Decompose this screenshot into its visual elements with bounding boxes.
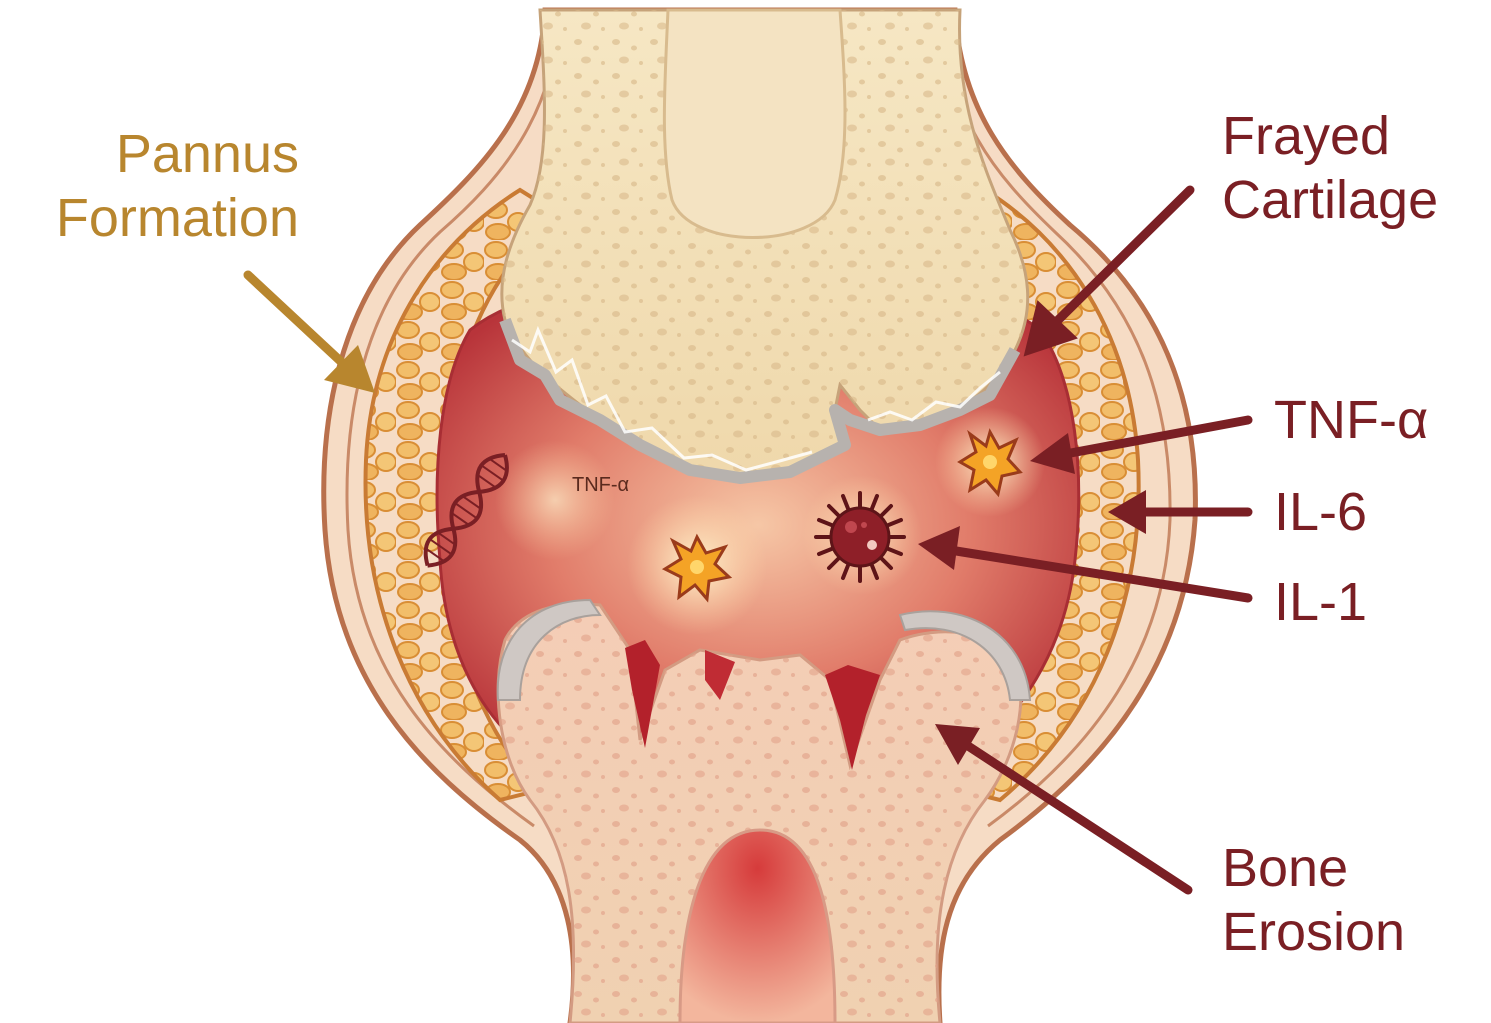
spiky-cell-icon (816, 493, 904, 581)
upper-marrow (664, 10, 845, 238)
pannus-label-line1: Pannus (34, 122, 299, 186)
il6-label: IL-6 (1274, 480, 1367, 544)
frayed-label-line2: Cartilage (1222, 168, 1438, 232)
bone-label-line1: Bone (1222, 836, 1405, 900)
pannus-formation-label: Pannus Formation (34, 122, 299, 250)
tnf-alpha-label: TNF-α (1274, 388, 1428, 452)
bone-erosion-label: Bone Erosion (1222, 836, 1405, 964)
inner-tnf-alpha-label: TNF-α (572, 474, 629, 497)
bone-label-line2: Erosion (1222, 900, 1405, 964)
pannus-label-line2: Formation (34, 186, 299, 250)
frayed-label-line1: Frayed (1222, 104, 1438, 168)
il1-label: IL-1 (1274, 570, 1367, 634)
frayed-cartilage-label: Frayed Cartilage (1222, 104, 1438, 232)
